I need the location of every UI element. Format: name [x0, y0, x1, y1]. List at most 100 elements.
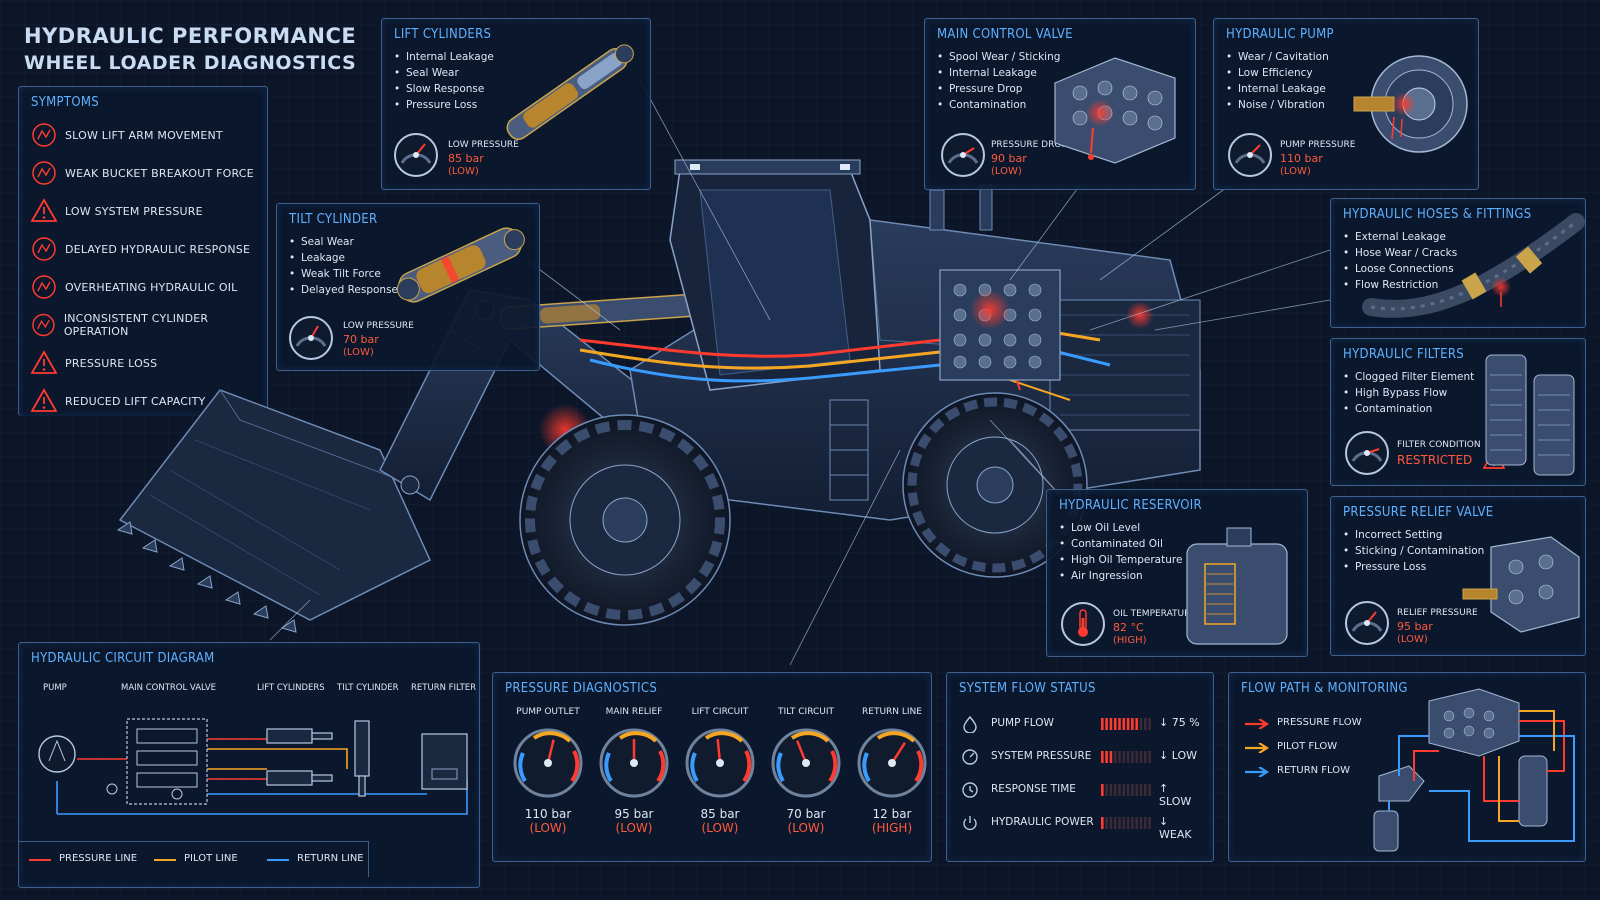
gauge-dial-icon — [599, 728, 669, 798]
control-valve-image — [1054, 57, 1176, 164]
reservoir-image — [1186, 527, 1288, 645]
gauge-label: MAIN RELIEF — [605, 707, 663, 717]
pressure-gauge[interactable]: PUMP OUTLET 110 bar(LOW) — [503, 707, 593, 835]
tilt-cylinder-bullets: Seal Wear Leakage Weak Tilt Force Delaye… — [289, 234, 398, 298]
symptom-item[interactable]: DELAYED HYDRAULIC RESPONSE — [31, 235, 250, 263]
bullet-item: Clogged Filter Element — [1343, 369, 1474, 385]
circuit-title: HYDRAULIC CIRCUIT DIAGRAM — [31, 651, 215, 666]
flow-status-value: ↓ WEAK — [1159, 815, 1192, 841]
gauge-value: 85 bar — [448, 152, 484, 165]
control-valve-drawing — [939, 269, 1061, 381]
gauge-dial-icon — [513, 728, 583, 798]
circuit-label-lift: LIFT CYLINDERS — [257, 683, 325, 693]
hose-image — [1362, 213, 1585, 318]
page-subtitle: WHEEL LOADER DIAGNOSTICS — [24, 52, 357, 74]
hydraulic-pump-panel[interactable]: HYDRAULIC PUMP Wear / Cavitation Low Eff… — [1213, 18, 1479, 190]
gauge-status: (LOW) — [1397, 634, 1428, 645]
main-control-valve-panel[interactable]: MAIN CONTROL VALVE Spool Wear / Sticking… — [924, 18, 1196, 190]
bullet-item: Contamination — [1343, 401, 1474, 417]
gauge-dial-icon — [771, 728, 841, 798]
tilt-cylinder-panel[interactable]: TILT CYLINDER Seal Wear Leakage Weak Til… — [276, 203, 540, 371]
symptom-item[interactable]: INCONSISTENT CYLINDER OPERATION — [31, 311, 267, 339]
bullet-item: Leakage — [289, 250, 398, 266]
bullet-item: Internal Leakage — [394, 49, 494, 65]
gauge-status: (LOW) — [529, 821, 567, 835]
reservoir-bullets: Low Oil Level Contaminated Oil High Oil … — [1059, 520, 1182, 584]
circuit-label-tilt: TILT CYLINDER — [337, 683, 399, 693]
gauge-status: (LOW) — [615, 821, 653, 835]
bullet-item: Seal Wear — [289, 234, 398, 250]
gauge-value: 82 °C — [1113, 621, 1144, 634]
gauge-status: (LOW) — [991, 166, 1022, 177]
bullet-item: Internal Leakage — [937, 65, 1060, 81]
bullet-item: Wear / Cavitation — [1226, 49, 1329, 65]
symptom-label: LOW SYSTEM PRESSURE — [65, 204, 203, 218]
drop-icon — [963, 715, 977, 733]
gauge-label: FILTER CONDITION — [1397, 440, 1481, 450]
flow-status-value: ↓ LOW — [1159, 749, 1197, 762]
bullet-item: High Bypass Flow — [1343, 385, 1474, 401]
hoses-panel[interactable]: HYDRAULIC HOSES & FITTINGS External Leak… — [1330, 198, 1586, 328]
symptom-item[interactable]: WEAK BUCKET BREAKOUT FORCE — [31, 159, 254, 187]
flow-status-row[interactable]: SYSTEM PRESSURE↓ LOW — [961, 746, 1201, 768]
pump-image — [1353, 55, 1468, 153]
gauge-value: 85 bar — [700, 807, 740, 821]
legend-pressure-flow: PRESSURE FLOW — [1277, 717, 1362, 728]
gauge-dial-icon — [857, 728, 927, 798]
gauge-value: 110 bar — [524, 807, 572, 821]
bullet-item: Pressure Drop — [937, 81, 1060, 97]
flow-status-row[interactable]: PUMP FLOW↓ 75 % — [961, 713, 1201, 735]
bucket — [116, 389, 431, 633]
bullet-item: Air Ingression — [1059, 568, 1182, 584]
gauge-label: RETURN LINE — [862, 707, 922, 717]
symptom-item[interactable]: OVERHEATING HYDRAULIC OIL — [31, 273, 238, 301]
arrow-right-icon — [1245, 743, 1270, 753]
reservoir-panel[interactable]: HYDRAULIC RESERVOIR Low Oil Level Contam… — [1046, 489, 1308, 657]
symptom-label: OVERHEATING HYDRAULIC OIL — [65, 280, 238, 294]
thermometer-gauge-icon — [1061, 602, 1105, 646]
flow-level-bar — [1101, 784, 1151, 796]
filter-gauge-icon — [1345, 431, 1389, 475]
gauge-icon — [962, 749, 978, 765]
gauge-label: PRESSURE DROP — [991, 140, 1067, 150]
flow-status-panel[interactable]: SYSTEM FLOW STATUS PUMP FLOW↓ 75 %SYSTEM… — [946, 672, 1214, 862]
flow-path-panel[interactable]: FLOW PATH & MONITORING PRESSURE FLOW PIL… — [1228, 672, 1586, 862]
main-control-valve-title: MAIN CONTROL VALVE — [937, 27, 1073, 42]
lift-cylinders-panel[interactable]: LIFT CYLINDERS Internal Leakage Seal Wea… — [381, 18, 651, 190]
circuit-diagram-panel[interactable]: HYDRAULIC CIRCUIT DIAGRAM PUMP MAIN CONT… — [18, 642, 480, 888]
pressure-gauge-icon — [289, 316, 333, 360]
circuit-legend: PRESSURE LINE PILOT LINE RETURN LINE — [19, 841, 369, 877]
relief-valve-panel[interactable]: PRESSURE RELIEF VALVE Incorrect Setting … — [1330, 496, 1586, 656]
gauge-label: PUMP OUTLET — [516, 707, 580, 717]
gauge-label: RELIEF PRESSURE — [1397, 608, 1478, 618]
cylinder-warning-icon — [32, 313, 55, 337]
bullet-item: Seal Wear — [394, 65, 494, 81]
symptom-label: DELAYED HYDRAULIC RESPONSE — [65, 242, 251, 256]
symptom-item[interactable]: SLOW LIFT ARM MOVEMENT — [31, 121, 223, 149]
symptom-item[interactable]: PRESSURE LOSS — [31, 349, 157, 377]
gauge-value: 95 bar — [1397, 620, 1433, 633]
filters-panel[interactable]: HYDRAULIC FILTERS Clogged Filter Element… — [1330, 338, 1586, 486]
bucket-warning-icon — [32, 161, 56, 185]
circuit-label-valve: MAIN CONTROL VALVE — [121, 683, 216, 693]
tilt-cylinder-title: TILT CYLINDER — [289, 212, 378, 227]
circuit-schematic — [38, 718, 468, 815]
flow-status-row[interactable]: HYDRAULIC POWER↓ WEAK — [961, 812, 1201, 841]
symptom-item[interactable]: LOW SYSTEM PRESSURE — [31, 197, 203, 225]
bullet-item: Contamination — [937, 97, 1060, 113]
flow-status-row[interactable]: RESPONSE TIME↑ SLOW — [961, 779, 1201, 808]
bullet-item: Hose Wear / Cracks — [1343, 245, 1457, 261]
lift-cylinder-image — [506, 44, 634, 140]
reservoir-title: HYDRAULIC RESERVOIR — [1059, 498, 1202, 513]
filters-bullets: Clogged Filter Element High Bypass Flow … — [1343, 369, 1474, 417]
bullet-item: Contaminated Oil — [1059, 536, 1182, 552]
bullet-item: Incorrect Setting — [1343, 527, 1484, 543]
front-tire — [519, 414, 731, 626]
symptom-item[interactable]: REDUCED LIFT CAPACITY — [31, 387, 205, 415]
bullet-item: Weak Tilt Force — [289, 266, 398, 282]
